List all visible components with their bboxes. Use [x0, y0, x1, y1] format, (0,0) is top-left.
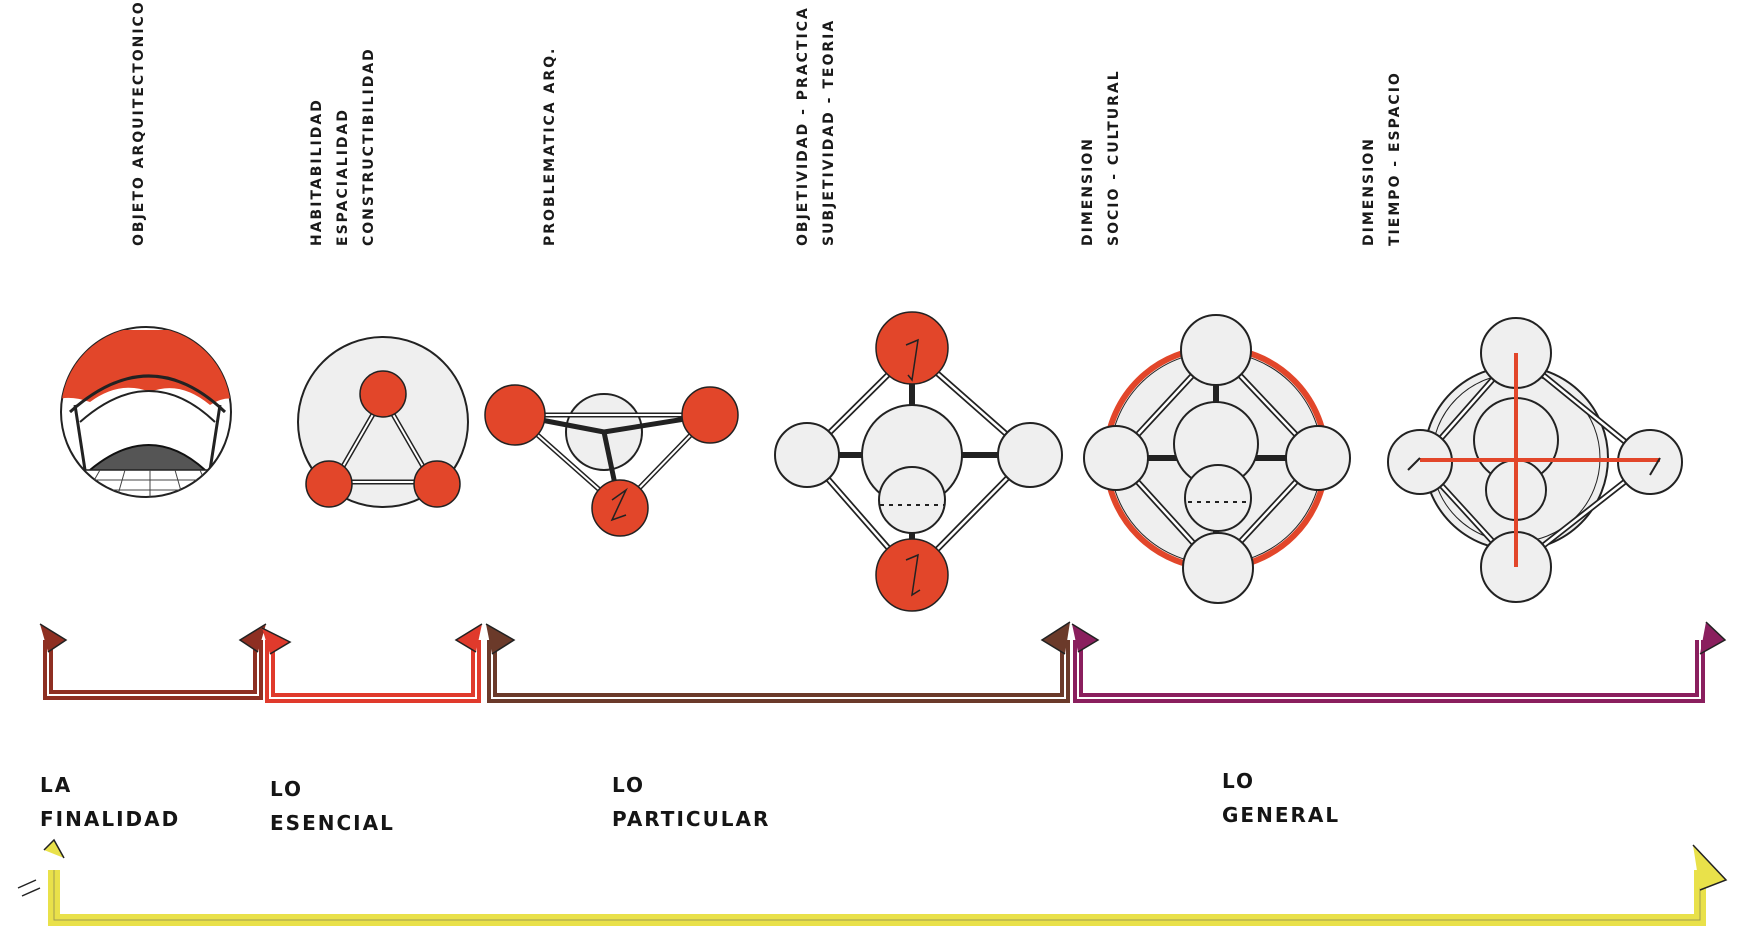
bracket-yellow [18, 840, 1726, 920]
category-particular-line-1: LO [612, 768, 770, 802]
bracket-general [1072, 622, 1725, 698]
ringed-octahedron-icon [1084, 315, 1350, 603]
category-general-line-2: GENERAL [1222, 798, 1340, 832]
building-canopy-icon [55, 327, 240, 505]
bracket-particular [486, 622, 1070, 698]
category-esencial: LO ESENCIAL [270, 772, 395, 840]
category-general-line-1: LO [1222, 764, 1340, 798]
bracket-finalidad [40, 624, 266, 695]
category-finalidad-line-1: LA [40, 768, 180, 802]
category-esencial-line-1: LO [270, 772, 395, 806]
octahedron-nodes-icon [775, 312, 1062, 611]
category-particular: LO PARTICULAR [612, 768, 770, 836]
tetrahedron-nodes-icon [485, 385, 738, 536]
bracket-esencial [262, 624, 482, 698]
category-particular-line-2: PARTICULAR [612, 802, 770, 836]
category-finalidad: LA FINALIDAD [40, 768, 180, 836]
category-esencial-line-2: ESENCIAL [270, 806, 395, 840]
cross-axis-octahedron-icon [1388, 318, 1682, 602]
category-finalidad-line-2: FINALIDAD [40, 802, 180, 836]
triangle-of-three-nodes-icon [298, 337, 468, 507]
category-general: LO GENERAL [1222, 764, 1340, 832]
